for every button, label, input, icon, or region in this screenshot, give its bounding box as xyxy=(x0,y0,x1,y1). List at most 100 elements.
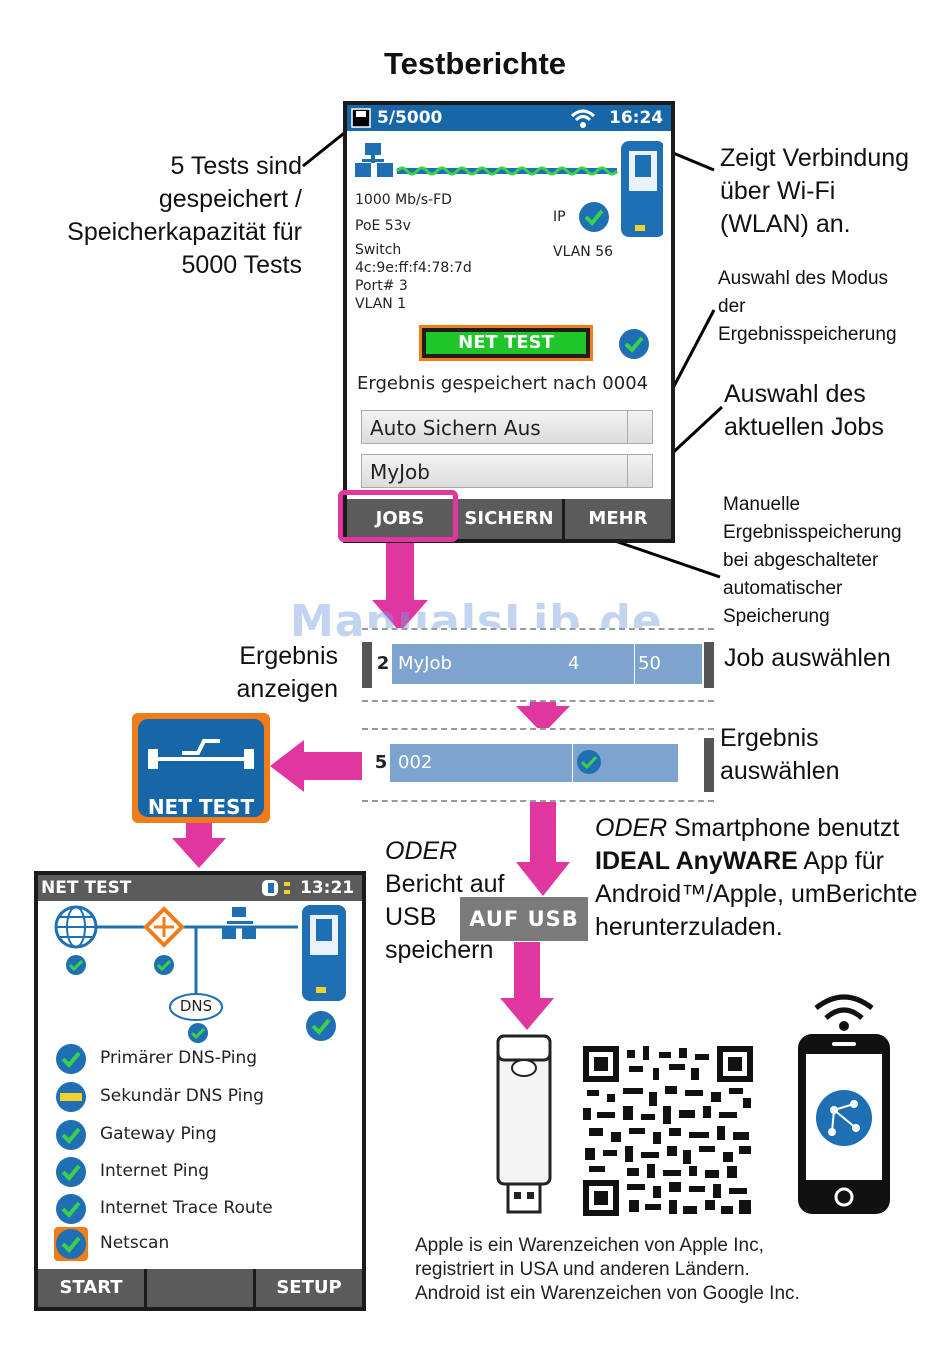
callout-manual-save: Manuelle Ergebnisspeicherung bei abgesch… xyxy=(723,491,902,631)
net-test-button[interactable]: NET TEST xyxy=(419,325,593,361)
test-label: Internet Ping xyxy=(100,1161,210,1181)
test-row[interactable]: Internet Trace Route xyxy=(54,1192,354,1226)
save-mode-value: Auto Sichern Aus xyxy=(370,416,541,440)
test-row[interactable]: Gateway Ping xyxy=(54,1118,354,1152)
warning-icon xyxy=(56,1082,86,1112)
callout-line: Speicherung xyxy=(723,606,830,627)
callout-line: Ergebnisspeicherung xyxy=(718,324,897,345)
setup-softkey[interactable]: SETUP xyxy=(276,1277,342,1298)
trademark-line: registriert in USA und anderen Ländern. xyxy=(415,1259,750,1280)
pass-check-icon xyxy=(56,1229,86,1259)
switch-label: Switch xyxy=(355,242,402,258)
test-label: Sekundär DNS Ping xyxy=(100,1086,264,1106)
job-value: MyJob xyxy=(370,460,430,484)
callout-smartphone: ODER Smartphone benutzt IDEAL AnyWARE Ap… xyxy=(595,812,947,944)
tester-device-icon xyxy=(621,141,663,237)
callout-line: 5000 Tests xyxy=(181,251,302,279)
status-bar: NET TEST 13:21 xyxy=(38,875,362,901)
more-softkey[interactable]: MEHR xyxy=(588,508,648,529)
chevron-down-icon xyxy=(627,455,652,487)
callout-line: herunterzuladen. xyxy=(595,913,783,941)
test-row[interactable]: Internet Ping xyxy=(54,1155,354,1189)
cable-test-icon xyxy=(148,739,254,769)
callout-text: Smartphone benutzt xyxy=(667,814,900,842)
smartphone-icon xyxy=(798,994,890,1214)
chevron-down-icon xyxy=(627,411,652,443)
callout-select-result: Ergebnis auswählen xyxy=(720,722,840,788)
result-check-icon xyxy=(577,750,601,774)
switch-mac: 4c:9e:ff:f4:78:7d xyxy=(355,260,472,276)
callout-text: App für xyxy=(797,847,884,875)
net-test-app-icon[interactable]: NET TEST xyxy=(132,713,270,823)
softkey-bar: JOBS SICHERN MEHR xyxy=(347,499,671,539)
switch-vlan: VLAN 1 xyxy=(355,296,407,312)
switch-icon xyxy=(355,143,393,177)
callout-line: Auswahl des xyxy=(724,380,866,408)
status-time: 16:24 xyxy=(609,108,664,128)
test-row[interactable]: Netscan xyxy=(54,1227,354,1261)
callout-line: anzeigen xyxy=(236,675,338,703)
start-softkey[interactable]: START xyxy=(38,1269,147,1307)
page-title: Testberichte xyxy=(383,46,567,81)
result-row[interactable]: 5 002 xyxy=(372,744,678,782)
callout-line: Bericht auf xyxy=(385,870,505,898)
save-to-usb-button[interactable]: AUF USB xyxy=(460,897,588,941)
ip-vlan: VLAN 56 xyxy=(553,244,614,260)
status-bar: 5/5000 16:24 xyxy=(347,105,671,131)
device-check-icon xyxy=(306,1011,336,1041)
blank-softkey[interactable] xyxy=(147,1269,256,1307)
callout-line: über Wi-Fi xyxy=(720,177,836,205)
callout-line: Android™/Apple, umBerichte xyxy=(595,880,918,908)
pass-check-icon xyxy=(56,1044,86,1074)
callout-line: Manuelle xyxy=(723,494,801,515)
save-softkey[interactable]: SICHERN xyxy=(456,499,565,539)
pass-check-icon xyxy=(56,1120,86,1150)
gateway-check-icon xyxy=(154,955,174,975)
job-row-count: 4 xyxy=(568,653,580,674)
job-list-strip: 2 MyJob 4 50 xyxy=(362,628,714,702)
pass-check-icon xyxy=(56,1194,86,1224)
job-dropdown[interactable]: MyJob xyxy=(361,454,653,488)
trademark-line: Apple is ein Warenzeichen von Apple Inc, xyxy=(415,1235,764,1256)
pass-check-icon xyxy=(56,1157,86,1187)
net-test-check-icon xyxy=(619,329,649,359)
trademark-line: Android ist ein Warenzeichen von Google … xyxy=(415,1283,800,1304)
job-row[interactable]: 2 MyJob 4 50 xyxy=(374,644,702,684)
callout-line: der xyxy=(718,296,746,317)
ip-check-icon xyxy=(579,202,609,232)
job-row-value: 50 xyxy=(638,653,661,674)
save-mode-dropdown[interactable]: Auto Sichern Aus xyxy=(361,410,653,444)
switch-port: Port# 3 xyxy=(355,278,408,294)
poe-value: PoE 53v xyxy=(355,218,411,234)
oder-label: ODER xyxy=(595,814,668,842)
callout-line: auswählen xyxy=(720,757,840,785)
job-row-index: 2 xyxy=(374,644,392,684)
test-row[interactable]: Primärer DNS-Ping xyxy=(54,1042,354,1076)
dns-label: DNS xyxy=(179,997,213,1015)
brand-name: IDEAL AnyWARE xyxy=(595,847,798,875)
callout-line: Ergebnis xyxy=(720,724,819,752)
callout-line: Zeigt Verbindung xyxy=(720,144,910,172)
job-row-name: MyJob xyxy=(398,653,452,674)
result-row-name: 002 xyxy=(398,752,433,773)
qr-code-icon xyxy=(583,1046,753,1216)
link-speed: 1000 Mb/s-FD xyxy=(355,192,452,208)
network-topology xyxy=(54,905,346,1021)
battery-icon xyxy=(262,880,290,896)
wifi-icon xyxy=(814,994,874,1031)
callout-line: aktuellen Jobs xyxy=(724,413,884,441)
saved-count: 5/5000 xyxy=(377,108,443,128)
callout-line: gespeichert / xyxy=(158,185,302,213)
wifi-icon xyxy=(570,109,596,128)
globe-icon xyxy=(54,905,98,949)
callout-saved-tests: 5 Tests sind gespeichert / Speicherkapaz… xyxy=(20,150,302,282)
callout-line: (WLAN) an. xyxy=(720,210,851,238)
internet-check-icon xyxy=(66,955,86,975)
test-row[interactable]: Sekundär DNS Ping xyxy=(54,1080,354,1114)
test-label: Gateway Ping xyxy=(100,1124,217,1144)
router-icon xyxy=(143,906,185,948)
jobs-highlight xyxy=(338,490,458,542)
callout-line: Ergebnisspeicherung xyxy=(723,522,902,543)
ip-label: IP xyxy=(553,209,566,225)
usb-stick-icon xyxy=(496,1034,552,1214)
